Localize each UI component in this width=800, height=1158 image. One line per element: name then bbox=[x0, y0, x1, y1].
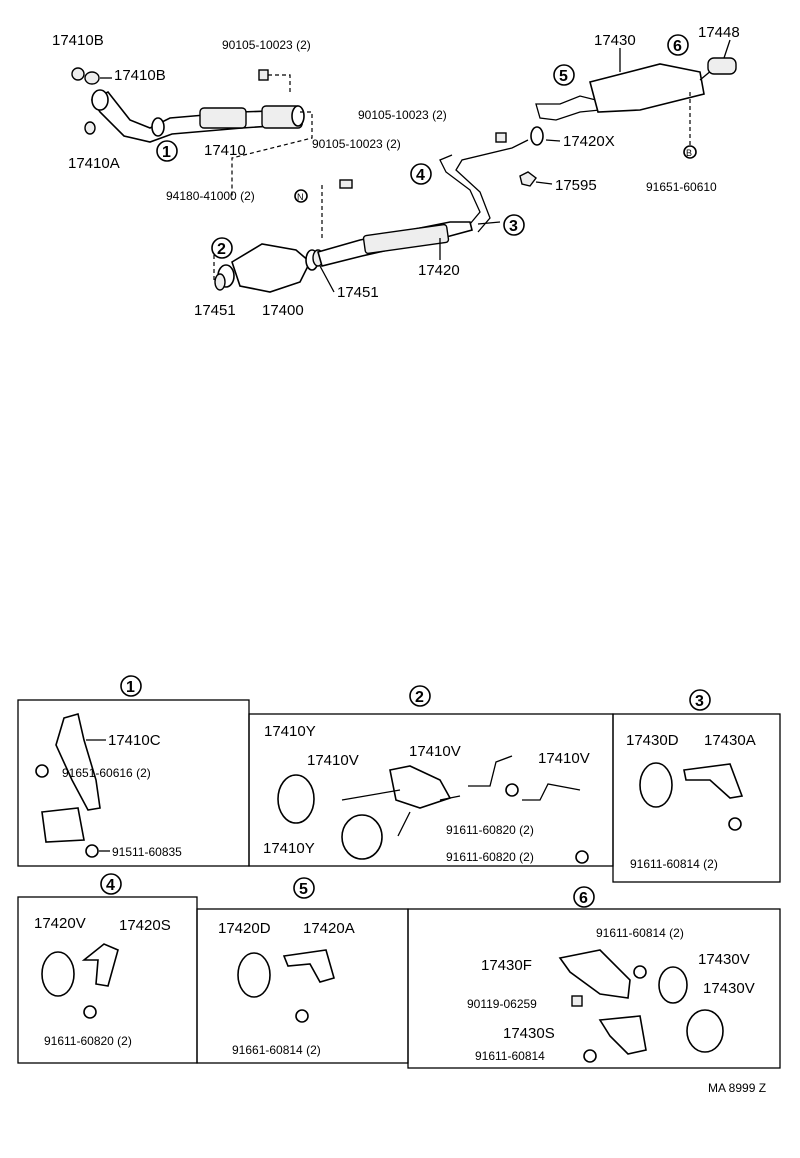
label-91611-60820-d4: 91611-60820 (2) bbox=[44, 1034, 132, 1048]
label-91651-60616: 91651-60616 (2) bbox=[62, 766, 151, 780]
bolt-90105-mid bbox=[339, 179, 353, 189]
label-17420V: 17420V bbox=[34, 915, 86, 932]
label-17430A: 17430A bbox=[704, 732, 756, 749]
label-91611-60814-bot: 91611-60814 bbox=[475, 1049, 545, 1063]
svg-text:N: N bbox=[297, 192, 304, 202]
svg-text:1: 1 bbox=[162, 144, 171, 161]
catalytic-converter-17400 bbox=[217, 243, 319, 293]
svg-text:2: 2 bbox=[415, 689, 424, 706]
svg-text:6: 6 bbox=[579, 890, 588, 907]
detail-box-3: 3 17430D 17430A 91611-60814 (2) bbox=[612, 689, 781, 883]
part-17410A-gasket bbox=[84, 121, 96, 135]
callout-1: 1 bbox=[156, 140, 178, 162]
svg-text:3: 3 bbox=[695, 693, 704, 710]
label-94180: 94180-41000 (2) bbox=[166, 189, 255, 203]
label-17410C: 17410C bbox=[108, 732, 161, 749]
muffler-17430 bbox=[535, 63, 725, 121]
svg-text:2: 2 bbox=[217, 241, 226, 258]
callout-2: 2 bbox=[211, 237, 233, 259]
part-17410B-nut bbox=[84, 71, 100, 85]
footer-code: MA 8999 Z bbox=[708, 1081, 766, 1095]
svg-text:5: 5 bbox=[559, 68, 568, 85]
label-17410V-b: 17410V bbox=[409, 743, 461, 760]
main-exhaust-assembly bbox=[71, 57, 737, 293]
label-17410B-right: 17410B bbox=[114, 67, 166, 84]
label-90105-right: 90105-10023 (2) bbox=[358, 108, 447, 122]
detail-box-2: 2 17410Y 17410V 17410V 17410V 17410Y 916… bbox=[248, 685, 614, 867]
bolt-90105-top bbox=[258, 69, 269, 81]
label-91661-60814: 91661-60814 (2) bbox=[232, 1043, 321, 1057]
label-17430D: 17430D bbox=[626, 732, 679, 749]
svg-text:5: 5 bbox=[299, 881, 308, 898]
label-17430F: 17430F bbox=[481, 957, 532, 974]
label-17420: 17420 bbox=[418, 262, 460, 279]
label-17451-right: 17451 bbox=[337, 284, 379, 301]
label-90105-top: 90105-10023 (2) bbox=[222, 38, 311, 52]
svg-text:4: 4 bbox=[106, 877, 115, 894]
front-pipe-17410 bbox=[90, 89, 305, 143]
label-17448: 17448 bbox=[698, 24, 740, 41]
label-17410V-a: 17410V bbox=[307, 752, 359, 769]
label-17410Y-top: 17410Y bbox=[264, 723, 316, 740]
svg-text:6: 6 bbox=[673, 38, 682, 55]
badge-n: N bbox=[294, 189, 308, 203]
callout-6: 6 bbox=[667, 34, 689, 56]
nut-17595 bbox=[519, 171, 537, 187]
label-17400: 17400 bbox=[262, 302, 304, 319]
center-pipe-17420 bbox=[317, 139, 529, 267]
label-17430S: 17430S bbox=[503, 1025, 555, 1042]
label-17430: 17430 bbox=[594, 32, 636, 49]
label-91611-60820-b: 91611-60820 (2) bbox=[446, 850, 534, 864]
detail-box-1: 1 17410C 91651-60616 (2) 91511-60835 bbox=[17, 675, 250, 867]
label-91611-60814-d3: 91611-60814 (2) bbox=[630, 857, 718, 871]
label-90105-mid: 90105-10023 (2) bbox=[312, 137, 401, 151]
label-90119-06259: 90119-06259 bbox=[467, 997, 537, 1011]
callout-3: 3 bbox=[503, 214, 525, 236]
svg-text:B: B bbox=[686, 148, 692, 158]
label-17430V-a: 17430V bbox=[698, 951, 750, 968]
label-91511-60835: 91511-60835 bbox=[112, 845, 182, 859]
callout-5: 5 bbox=[553, 64, 575, 86]
label-91611-60820-a: 91611-60820 (2) bbox=[446, 823, 534, 837]
label-17410: 17410 bbox=[204, 142, 246, 159]
detail-box-6: 6 91611-60814 (2) 17430F 17430V 17430V 9… bbox=[407, 886, 781, 1069]
label-17595: 17595 bbox=[555, 177, 597, 194]
label-17420X: 17420X bbox=[563, 133, 615, 150]
label-17410Y-bot: 17410Y bbox=[263, 840, 315, 857]
label-17430V-b: 17430V bbox=[703, 980, 755, 997]
label-91611-60814-top: 91611-60814 (2) bbox=[596, 926, 684, 940]
detail-box-4: 4 17420V 17420S 91611-60820 (2) bbox=[17, 873, 198, 1064]
label-17420D: 17420D bbox=[218, 920, 271, 937]
part-17410B-nut-top bbox=[71, 67, 85, 81]
tail-tip-17448 bbox=[707, 57, 737, 75]
label-17410A: 17410A bbox=[68, 155, 120, 172]
label-17420S: 17420S bbox=[119, 917, 171, 934]
svg-text:4: 4 bbox=[416, 167, 425, 184]
label-17410V-c: 17410V bbox=[538, 750, 590, 767]
gasket-17451-left bbox=[214, 273, 226, 291]
label-91651-60610: 91651-60610 bbox=[646, 180, 717, 194]
label-17451-left: 17451 bbox=[194, 302, 236, 319]
detail-box-5: 5 17420D 17420A 91661-60814 (2) bbox=[196, 877, 409, 1064]
gasket-17420X bbox=[530, 126, 544, 146]
svg-text:1: 1 bbox=[126, 679, 135, 696]
svg-text:3: 3 bbox=[509, 218, 518, 235]
label-17410B-top: 17410B bbox=[52, 32, 104, 49]
badge-b-main: B bbox=[683, 145, 697, 159]
label-17420A: 17420A bbox=[303, 920, 355, 937]
callout-4: 4 bbox=[410, 163, 432, 185]
bolt-90105-right bbox=[495, 132, 507, 143]
